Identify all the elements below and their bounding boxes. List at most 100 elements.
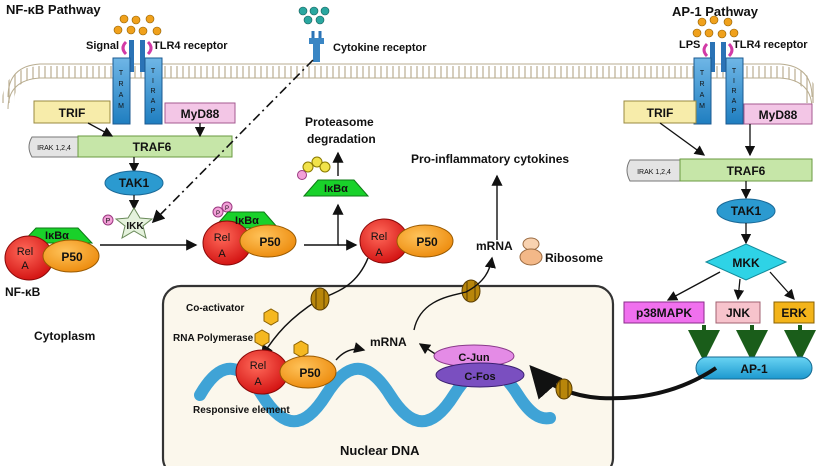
cfos-ellipse [435, 362, 525, 388]
polymerase-hex-2 [293, 340, 309, 358]
nuclear-pore-2 [461, 279, 481, 303]
signal-label: Signal [86, 40, 119, 52]
ikba-degraded [297, 156, 370, 197]
cytokine-receptor-label: Cytokine receptor [333, 42, 427, 54]
ikk-label: IKK [126, 221, 144, 232]
svg-text:T: T [151, 68, 156, 75]
p38mapk-box [623, 301, 705, 324]
arrow-trif-traf6-left [87, 122, 114, 137]
irak-right-label: IRAK 1,2,4 [637, 169, 671, 176]
rel-dna-label: Rel [250, 360, 267, 372]
cytoplasm-mrna-label: mRNA [476, 239, 513, 253]
rna-polymerase-label: RNA Polymerase [173, 333, 254, 344]
irak-right-box [626, 159, 681, 182]
ikba-inactive-label: IκBα [45, 230, 69, 242]
arrow-trif-traf6-right [659, 122, 706, 156]
responsive-element-label: Responsive element [193, 405, 290, 416]
svg-text:T: T [119, 70, 124, 77]
cjun-label: C-Jun [458, 352, 489, 364]
nfkb-on-dna [235, 349, 337, 395]
nuclear-dna-label: Nuclear DNA [340, 443, 420, 458]
degradation-label: degradation [307, 132, 376, 146]
tlr4-receptor-right-label: TLR4 receptor [733, 39, 808, 51]
erk-box [773, 301, 815, 324]
svg-text:P: P [732, 108, 737, 115]
ikk-phospho-label: P [106, 218, 111, 225]
ribosome-label: Ribosome [545, 251, 603, 265]
lps-label: LPS [679, 39, 700, 51]
arrow-release-ikba [304, 203, 344, 246]
svg-text:R: R [731, 88, 736, 95]
a-dna-label: A [254, 376, 262, 388]
jnk-box [715, 301, 761, 324]
ikk-star [114, 207, 154, 240]
p38mapk-label: p38MAPK [636, 306, 692, 320]
myd88-right-label: MyD88 [759, 108, 798, 122]
svg-text:R: R [150, 88, 155, 95]
mkk-diamond [704, 243, 788, 281]
ikba-phospho-label: IκBα [235, 215, 259, 227]
arrow-mkk-jnk [733, 278, 745, 301]
arrow-ap1-into-nucleus [529, 365, 718, 401]
svg-text:I: I [152, 78, 154, 85]
left-signal-dots [113, 14, 162, 36]
cytoplasm-label: Cytoplasm [34, 329, 95, 343]
traf6-right-label: TRAF6 [727, 164, 766, 178]
erk-label: ERK [781, 306, 807, 320]
svg-text:M: M [699, 103, 705, 110]
rel-phospho-label: Rel [214, 232, 231, 244]
lps-dots [692, 15, 739, 39]
irak-left-label: IRAK 1,2,4 [37, 145, 71, 152]
traf6-left-label: TRAF6 [133, 140, 172, 154]
tlr4-receptor-right [693, 42, 744, 125]
nuclear-pore-3 [555, 378, 573, 400]
cell-membrane [2, 63, 818, 110]
nuclear-mrna-label: mRNA [370, 335, 407, 349]
phospho-p2: P [225, 206, 229, 212]
svg-text:I: I [733, 78, 735, 85]
arrow-mkk-erk [769, 271, 795, 300]
tram-left [112, 57, 131, 125]
svg-text:A: A [700, 92, 705, 99]
nfkb-complex-phosphorylated [202, 201, 297, 266]
jnk-label: JNK [726, 306, 750, 320]
svg-text:T: T [732, 68, 737, 75]
mapk-to-ap1-arrows [688, 325, 816, 362]
arrow-to-nuclear-mrna [335, 342, 366, 361]
p50-inactive-label: P50 [61, 250, 83, 264]
tlr4-receptor-left [112, 40, 163, 125]
rel-free-label: Rel [371, 231, 388, 243]
nfkb-free [359, 218, 454, 264]
svg-text:T: T [700, 70, 705, 77]
proinflammatory-label: Pro-inflammatory cytokines [411, 152, 569, 166]
cytokine-dots [298, 6, 330, 25]
myd88-right-box [743, 103, 813, 125]
cfos-label: C-Fos [464, 371, 495, 383]
traf6-left-box [77, 135, 233, 158]
irak-left-box [28, 136, 79, 158]
svg-text:A: A [151, 98, 156, 105]
svg-text:R: R [118, 81, 123, 88]
nfkb-complex-inactive [4, 227, 100, 281]
p50-phospho-label: P50 [259, 235, 281, 249]
trif-right-label: TRIF [647, 106, 674, 120]
tlr4-receptor-left-label: TLR4 receptor [153, 40, 228, 52]
cytokine-receptor [309, 31, 324, 62]
rel-inactive-label: Rel [17, 246, 34, 258]
ikk-phospho [102, 214, 114, 226]
tak1-right-label: TAK1 [731, 204, 762, 218]
svg-text:A: A [119, 92, 124, 99]
ap1-label: AP-1 [740, 362, 768, 376]
ap1-pathway-title: AP-1 Pathway [672, 4, 759, 19]
nuclear-pore-1 [310, 287, 330, 311]
trif-left-box [33, 100, 111, 124]
tirap-left-letters: T I R A P [150, 68, 155, 115]
tirap-right-letters: T I R A P [731, 68, 736, 115]
nfkb-pathway-title: NF-κB Pathway [6, 2, 101, 17]
a-inactive-label: A [21, 260, 29, 272]
trif-left-label: TRIF [59, 106, 86, 120]
arrow-mrna-through-pore [413, 256, 496, 331]
ikba-degraded-label: IκBα [324, 183, 348, 195]
